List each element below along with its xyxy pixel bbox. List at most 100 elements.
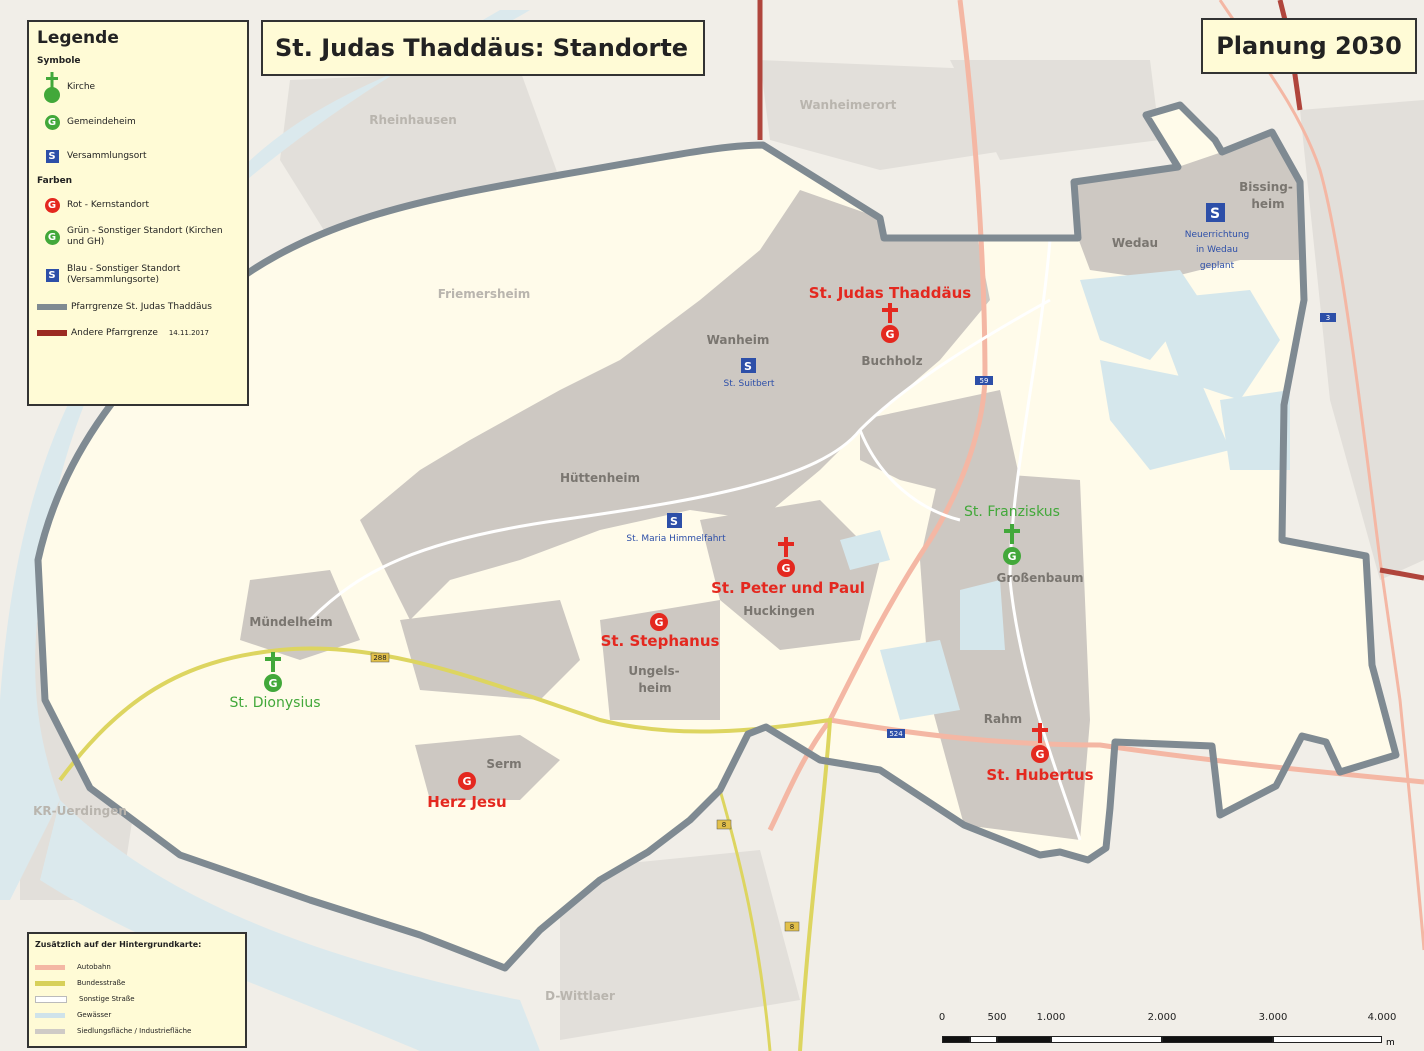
other-site-g-icon: G [44, 229, 60, 245]
meeting-place-s-icon: S [45, 150, 59, 163]
site-hubertus[interactable]: G St. Hubertus [986, 723, 1094, 784]
autobahn-swatch [35, 964, 65, 970]
bg-label-sonstige: Sonstige Straße [79, 995, 135, 1003]
community-hall-g-icon: G [44, 114, 60, 130]
g-letter: G [268, 677, 277, 690]
rhine-river [0, 10, 530, 900]
site-suitbert[interactable]: S St. Suitbert [724, 358, 775, 389]
g-letter: G [1007, 550, 1016, 563]
site-label-herz-jesu: Herz Jesu [427, 793, 506, 811]
sonstige-strasse-swatch [35, 995, 67, 1003]
legend-label-meeting-place: Versammlungsort [67, 151, 147, 161]
place-rahm: Rahm [984, 712, 1022, 726]
scale-tick-2000: 2.000 [1147, 1012, 1177, 1023]
plan-label: Planung 2030 [1201, 18, 1417, 74]
place-wedau: Wedau [1112, 236, 1158, 250]
site-franziskus[interactable]: G St. Franziskus [964, 504, 1060, 565]
road-shield-b8-north: 8 [722, 821, 726, 829]
legend-label-green: Grün - Sonstiger Standort (Kirchen und G… [67, 226, 223, 247]
site-label-wedau-2: in Wedau [1196, 245, 1238, 255]
legend: Legende Symbole Kirche G Gemeindeheim S … [27, 20, 249, 406]
background-legend-title: Zusätzlich auf der Hintergrundkarte: [35, 940, 202, 949]
roads [58, 0, 1424, 1051]
s-letter: S [1210, 206, 1220, 222]
legend-label-other-border: Andere Pfarrgrenze 14.11.2017 [67, 328, 239, 339]
bg-legend-row-sonstige: Sonstige Straße [35, 991, 239, 1007]
s-letter: S [744, 360, 752, 373]
scale-tick-0: 0 [938, 1012, 946, 1023]
road-shield-b288: 288 [373, 654, 386, 662]
place-ungelsheim-1: Ungels- [628, 664, 679, 678]
core-site-g-icon: G [44, 197, 60, 213]
bg-label-gewaesser: Gewässer [77, 1011, 112, 1019]
g-letter: G [654, 616, 663, 629]
parish-border-swatch [37, 304, 67, 310]
site-label-hubertus: St. Hubertus [986, 766, 1093, 784]
place-kr-uerdingen: KR-Uerdingen [33, 804, 127, 818]
scale-tick-500: 500 [987, 1012, 1007, 1023]
road-shield-a59: 59 [980, 377, 989, 385]
blue-site-s-icon: S [45, 268, 59, 282]
place-wanheim: Wanheim [707, 333, 770, 347]
site-judas-thaddaeus[interactable]: G St. Judas Thaddäus [809, 284, 971, 343]
site-label-wedau-3: geplant [1200, 261, 1235, 271]
site-dionysius[interactable]: G St. Dionysius [229, 652, 321, 711]
scale-segment [970, 1036, 997, 1043]
legend-row-meeting-place: S Versammlungsort [37, 141, 239, 172]
site-maria-himmelfahrt[interactable]: S St. Maria Himmelfahrt [626, 513, 726, 544]
scale-segment [942, 1036, 970, 1043]
legend-label-other-border-text: Andere Pfarrgrenze [71, 327, 158, 338]
gewaesser-swatch [35, 1012, 65, 1018]
site-peter-und-paul[interactable]: G St. Peter und Paul [711, 537, 865, 597]
g-letter: G [781, 562, 790, 575]
scale-segment [997, 1036, 1051, 1043]
legend-row-community-hall: G Gemeindeheim [37, 103, 239, 141]
site-stephanus[interactable]: G St. Stephanus [601, 613, 720, 650]
bundesstrasse-swatch [35, 980, 65, 986]
background-legend: Zusätzlich auf der Hintergrundkarte: Aut… [27, 932, 247, 1048]
site-label-judas-thaddaeus: St. Judas Thaddäus [809, 284, 971, 302]
place-bissingheim-1: Bissing- [1239, 180, 1293, 194]
other-border-swatch [37, 330, 67, 336]
site-label-wedau-1: Neuerrichtung [1185, 230, 1250, 240]
g-letter: G [462, 775, 471, 788]
place-rheinhausen: Rheinhausen [369, 113, 457, 127]
rhine-river-south [40, 800, 540, 1051]
legend-label-church: Kirche [67, 82, 96, 92]
site-wedau-planned[interactable]: S Neuerrichtung in Wedau geplant [1185, 203, 1250, 271]
scale-segment [1051, 1036, 1162, 1043]
s-letter: S [670, 515, 678, 528]
bg-label-autobahn: Autobahn [77, 963, 111, 971]
bg-label-siedlung: Siedlungsfläche / Industriefläche [77, 1027, 192, 1035]
legend-label-parish-border: Pfarrgrenze St. Judas Thaddäus [71, 301, 212, 312]
legend-row-red: G Rot - Kernstandort [37, 192, 239, 218]
legend-title: Legende [37, 28, 119, 48]
parish-border [34, 101, 1400, 972]
site-label-franziskus: St. Franziskus [964, 504, 1060, 520]
site-herz-jesu[interactable]: G Herz Jesu [427, 772, 507, 811]
place-bissingheim-2: heim [1251, 197, 1284, 211]
legend-symbols-heading: Symbole [37, 56, 81, 66]
site-label-peter-und-paul: St. Peter und Paul [711, 579, 865, 597]
scale-segment [1162, 1036, 1273, 1043]
legend-row-blue: S Blau - Sonstiger Standort (Versammlung… [37, 256, 239, 294]
place-huettenheim: Hüttenheim [560, 471, 640, 485]
bg-legend-row-siedlung: Siedlungsfläche / Industriefläche [35, 1023, 239, 1039]
scale-unit: m [1386, 1038, 1395, 1048]
lakes [840, 270, 1290, 720]
legend-row-other-border: Andere Pfarrgrenze 14.11.2017 [37, 320, 239, 346]
bg-legend-row-gewaesser: Gewässer [35, 1007, 239, 1023]
place-muendelheim: Mündelheim [249, 615, 332, 629]
church-cross-icon [37, 71, 67, 104]
road-shields: 59 288 524 8 8 3 [370, 313, 1336, 932]
site-label-stephanus: St. Stephanus [601, 632, 720, 650]
place-serm: Serm [486, 757, 521, 771]
place-grossenbaum: Großenbaum [996, 571, 1083, 585]
legend-row-parish-border: Pfarrgrenze St. Judas Thaddäus [37, 294, 239, 320]
bg-legend-row-bundesstrasse: Bundesstraße [35, 975, 239, 991]
bg-label-bundesstrasse: Bundesstraße [77, 979, 126, 987]
legend-date: 14.11.2017 [168, 328, 209, 337]
legend-row-church: Kirche [37, 71, 239, 104]
siedlung-swatch [35, 1028, 65, 1034]
